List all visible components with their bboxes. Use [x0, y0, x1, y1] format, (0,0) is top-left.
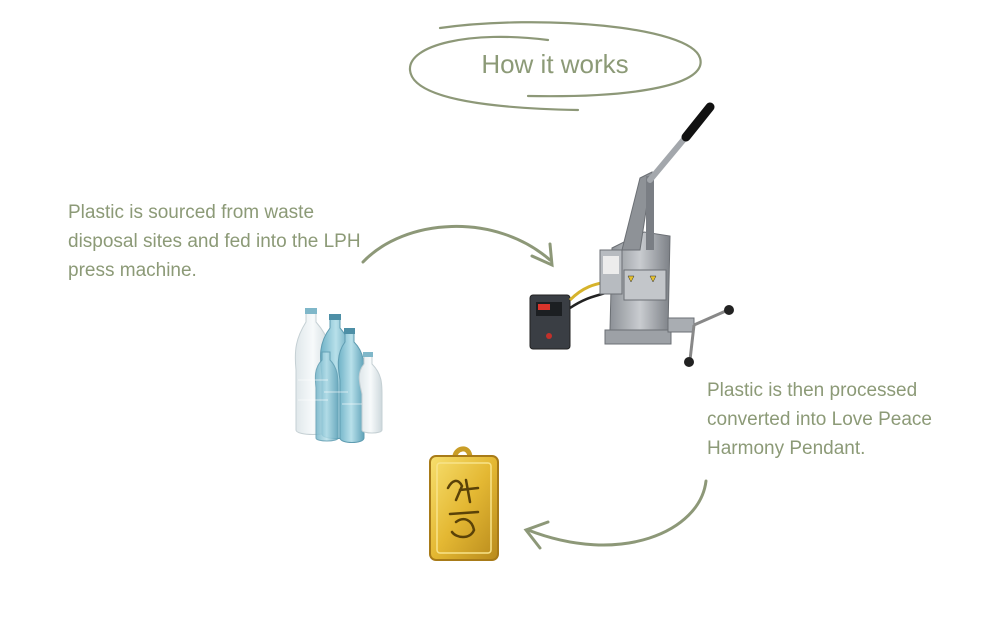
plastic-bottles-icon — [295, 308, 382, 443]
arrow-to-pendant-icon — [526, 481, 706, 548]
arrow-to-press-icon — [363, 226, 552, 265]
how-it-works-title: How it works — [430, 46, 680, 82]
step-sourcing-text: Plastic is sourced from waste disposal s… — [68, 198, 388, 285]
step-processing-text: Plastic is then processed converted into… — [707, 376, 987, 463]
press-machine-icon — [530, 107, 734, 367]
pendant-icon — [430, 449, 498, 560]
